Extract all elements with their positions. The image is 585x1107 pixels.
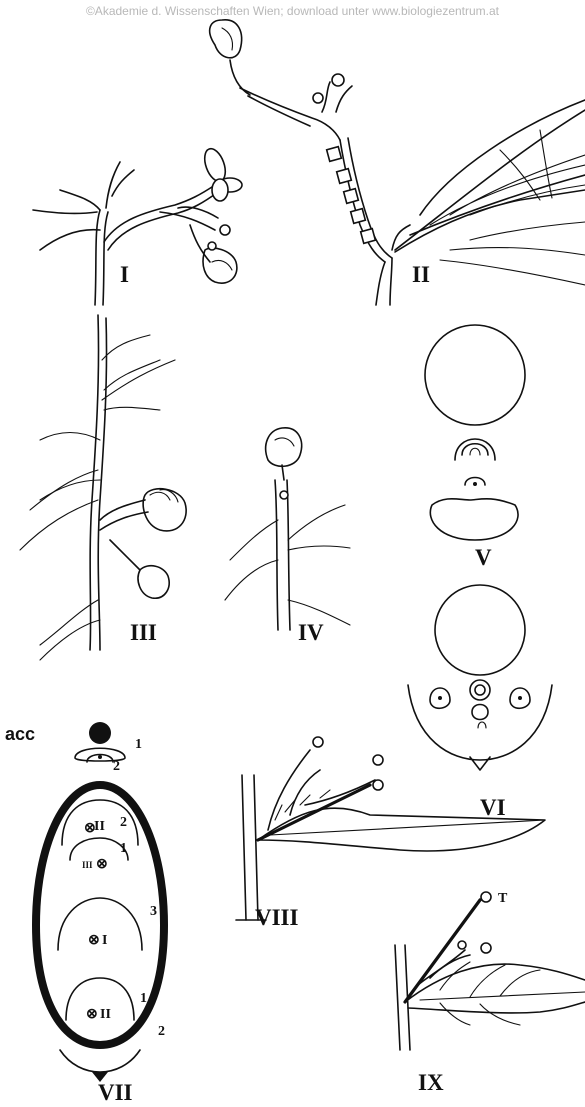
figure-vi-drawing [408, 585, 552, 770]
diagram-label-tip-t: T [498, 891, 508, 906]
figure-label-viii: VIII [255, 905, 299, 930]
figure-label-v: V [475, 545, 492, 570]
cross-symbol-middle: ⊗ [88, 933, 100, 948]
figure-label-iv: IV [298, 620, 324, 645]
diagram-label-middle-i: I [102, 933, 107, 948]
diagram-label-upper-1: 1 [120, 841, 127, 856]
diagram-label-upper-2: 2 [120, 815, 127, 830]
cross-symbol-iii: ⊗ [96, 857, 108, 872]
diagram-label-upper-iii: III [82, 860, 93, 870]
diagram-label-acc-2: 2 [113, 759, 120, 774]
figure-label-vi: VI [480, 795, 506, 820]
figure-ix-drawing [395, 892, 585, 1050]
figure-label-iii: III [130, 620, 157, 645]
figure-vii-drawing: II 2 ⊗ 1 III ⊗ ⊗ I 3 ⊗ II 1 2 [36, 722, 165, 1082]
figure-label-i: I [120, 262, 129, 287]
figure-label-ii: II [412, 262, 430, 287]
figure-iii-drawing [20, 315, 186, 660]
diagram-label-middle-3: 3 [150, 904, 157, 919]
figure-iv-drawing [225, 428, 350, 630]
diagram-label-acc: acc [5, 724, 35, 744]
figure-i-drawing [33, 146, 242, 305]
diagram-label-lower-1: 1 [140, 991, 147, 1006]
figure-label-vii: VII [98, 1080, 133, 1105]
cross-symbol-lower: ⊗ [86, 1007, 98, 1022]
diagram-label-acc-1: 1 [135, 737, 142, 752]
diagram-label-outer-2: 2 [158, 1024, 165, 1039]
figure-v-drawing [425, 325, 525, 540]
diagram-label-lower-ii: II [100, 1007, 111, 1022]
figure-ii-drawing [210, 20, 585, 305]
cross-symbol-upper: ⊗ [84, 821, 96, 836]
figure-label-ix: IX [418, 1070, 444, 1095]
